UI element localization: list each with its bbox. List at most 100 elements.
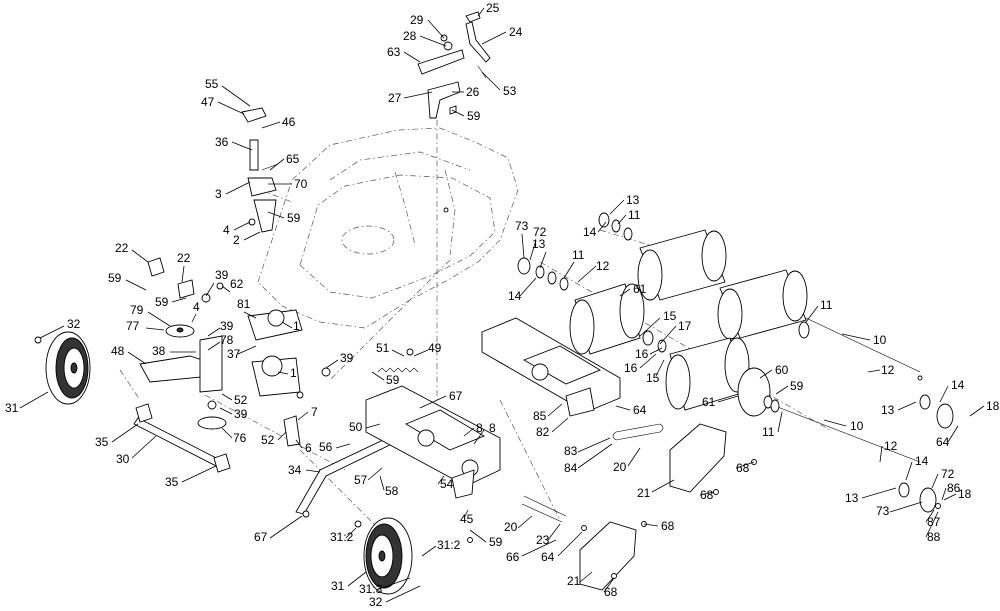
- callout-leader-line: [413, 349, 429, 357]
- callout-number: 32: [369, 595, 383, 609]
- roller-frame-lower: [365, 385, 501, 499]
- callout-number: 16: [624, 361, 638, 375]
- callout-leader-line: [925, 509, 935, 523]
- callout-number: 18: [986, 399, 1000, 413]
- callout-leader-line: [517, 515, 533, 529]
- callout-leader-line: [111, 423, 139, 443]
- callout-number: 59: [467, 109, 481, 123]
- rear-wheel-lower: [363, 517, 413, 595]
- callout-number: 13: [845, 491, 859, 505]
- callout-number: 21: [567, 574, 581, 588]
- callout-leader-line: [125, 279, 147, 291]
- callout-number: 4: [223, 223, 230, 237]
- callout-number: 68: [604, 585, 618, 599]
- callout-number: 14: [583, 225, 597, 239]
- callout-number: 31: [5, 401, 19, 415]
- rear-axle-rod: [133, 403, 405, 528]
- callout-number: 18: [958, 487, 972, 501]
- callout-leader-line: [597, 221, 607, 233]
- callout-number: 79: [130, 303, 144, 317]
- callout-leader-line: [867, 369, 881, 373]
- callout-number: 73: [515, 219, 529, 233]
- callout-number: 68: [736, 461, 750, 475]
- callout-leader-line: [367, 467, 383, 481]
- callout-number: 34: [288, 463, 302, 477]
- callout-leader-line: [579, 571, 593, 583]
- tension-spring: [321, 348, 419, 377]
- callout-leader-line: [939, 385, 949, 403]
- callout-leader-line: [735, 461, 755, 469]
- callout-number: 72: [941, 467, 955, 481]
- callout-leader-line: [427, 19, 445, 39]
- callout-leader-line: [577, 443, 613, 469]
- callout-number: 58: [385, 484, 399, 498]
- callout-leader-line: [577, 437, 611, 453]
- callout-number: 59: [155, 295, 169, 309]
- callout-leader-line: [889, 501, 923, 513]
- callout-leader-line: [521, 233, 525, 259]
- callout-leader-line: [539, 251, 547, 269]
- mower-deck-phantom: [119, 120, 831, 561]
- callout-number: 37: [227, 347, 241, 361]
- callout-number: 13: [881, 403, 895, 417]
- callout-number: 63: [387, 45, 401, 59]
- callout-number: 62: [230, 277, 244, 291]
- callout-number: 77: [126, 319, 140, 333]
- callout-number: 67: [449, 389, 463, 403]
- callout-leader-line: [297, 411, 309, 421]
- callout-leader-line: [547, 523, 561, 541]
- callout-number: 13: [532, 237, 546, 251]
- callout-leader-line: [277, 431, 287, 441]
- callout-number: 57: [354, 473, 368, 487]
- callout-leader-line: [365, 423, 381, 429]
- callout-leader-line: [557, 531, 583, 557]
- callout-number: 83: [564, 444, 578, 458]
- callout-number: 16: [635, 347, 649, 361]
- callout-leader-line: [777, 411, 783, 433]
- callout-leader-line: [221, 427, 233, 439]
- callout-leader-line: [269, 158, 285, 171]
- callout-number: 20: [613, 460, 627, 474]
- callout-number: 39: [340, 351, 354, 365]
- callout-number: 12: [884, 439, 898, 453]
- callout-number: 60: [775, 363, 789, 377]
- callout-leader-line: [221, 285, 231, 293]
- height-adjust-lever: [417, 11, 491, 119]
- callout-leader-line: [861, 487, 897, 499]
- callout-leader-line: [481, 71, 501, 91]
- fasteners: [443, 207, 941, 579]
- callout-leader-line: [925, 511, 939, 538]
- callout-leader-line: [39, 325, 65, 339]
- callout-number: 55: [205, 77, 219, 91]
- callout-number: 24: [509, 25, 523, 39]
- callout-number: 12: [596, 259, 610, 273]
- callout-leader-line: [473, 429, 485, 445]
- callout-number: 66: [506, 550, 520, 564]
- callout-number: 17: [678, 319, 692, 333]
- callout-number: 84: [564, 461, 578, 475]
- callout-leader-line: [529, 239, 537, 261]
- callout-number: 22: [177, 251, 191, 265]
- callout-leader-line: [243, 311, 257, 319]
- callout-leader-line: [643, 523, 659, 527]
- callout-leader-line: [639, 353, 657, 369]
- callout-leader-line: [639, 317, 661, 337]
- callout-leader-line: [335, 443, 351, 449]
- callout-number: 65: [286, 152, 300, 166]
- callout-number: 64: [936, 435, 950, 449]
- callout-number: 88: [927, 530, 941, 544]
- callout-number: 31: [331, 579, 345, 593]
- callout-leader-line: [649, 347, 663, 355]
- callout-number: 10: [850, 419, 864, 433]
- callout-number: 45: [460, 512, 474, 526]
- callout-number: 25: [486, 1, 500, 15]
- callout-leader-line: [617, 214, 627, 225]
- callout-leader-line: [375, 577, 411, 591]
- callout-number: 26: [466, 85, 480, 99]
- callout-leader-line: [969, 405, 985, 417]
- callout-number: 35: [165, 475, 179, 489]
- callout-leader-line: [905, 461, 913, 481]
- callout-leader-line: [519, 277, 537, 297]
- callout-leader-line: [207, 327, 221, 337]
- callout-number: 52: [261, 433, 275, 447]
